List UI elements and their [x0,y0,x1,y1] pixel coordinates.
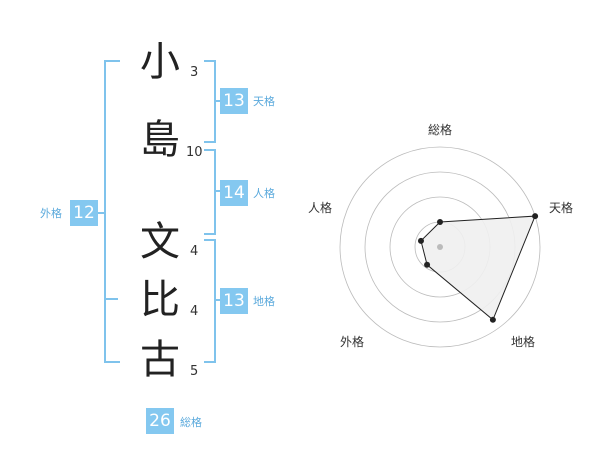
radar-label-tenkaku: 天格 [549,201,574,215]
gaikaku-bracket-tick [104,298,118,300]
tenkaku-connector [214,100,220,102]
name-char-2: 島 [140,117,180,163]
gaikaku-connector [98,212,104,214]
radar-point-5 [417,237,424,244]
radar-label-chikaku: 地格 [511,335,536,349]
stroke-count-2: 10 [186,145,203,160]
radar-polygon [420,215,536,321]
radar-point-3 [489,316,496,323]
radar-point-4 [424,261,431,268]
tenkaku-value: 13 [220,88,248,114]
chikaku-connector [214,299,220,301]
jinkaku-connector [214,190,220,192]
soukaku-label: 総格 [180,416,202,429]
chikaku-bracket [204,239,216,363]
stroke-count-3: 4 [190,244,199,259]
chikaku-label: 地格 [253,295,275,308]
stroke-count-4: 4 [190,304,199,319]
radar-center-dot [437,244,443,250]
name-char-4: 比 [140,277,180,323]
name-char-3: 文 [140,219,180,265]
radar-point-1 [437,219,443,225]
gaikaku-value: 12 [70,200,98,226]
name-char-5: 古 [140,337,180,383]
jinkaku-label: 人格 [253,187,275,200]
chikaku-value: 13 [220,288,248,314]
tenkaku-label: 天格 [253,95,275,108]
radar-ring-4 [339,146,541,348]
gaikaku-label: 外格 [40,207,62,220]
radar-label-jinkaku: 人格 [308,201,333,215]
jinkaku-value: 14 [220,180,248,206]
radar-point-2 [532,213,539,220]
stroke-count-5: 5 [190,364,199,379]
name-char-1: 小 [140,39,180,85]
stroke-count-1: 3 [190,65,199,80]
radar-label-soukaku: 総格 [428,123,453,137]
gaikaku-bracket [104,60,120,363]
radar-label-gaikaku: 外格 [340,335,365,349]
soukaku-value: 26 [146,408,174,434]
jinkaku-bracket [204,149,216,235]
